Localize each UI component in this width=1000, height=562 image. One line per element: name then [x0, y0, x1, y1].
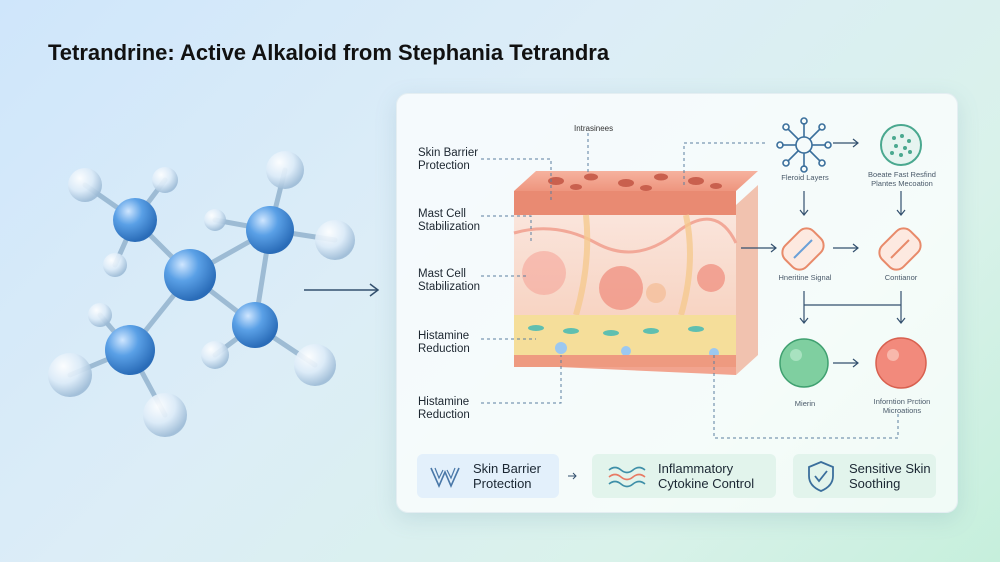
atom [201, 341, 229, 369]
pore [688, 177, 704, 185]
arrow-to-panel [304, 283, 380, 297]
atom [246, 206, 294, 254]
pore [710, 183, 722, 189]
cell [603, 330, 619, 336]
atom [113, 198, 157, 242]
red-cell-icon [875, 337, 927, 389]
atom [266, 151, 304, 189]
atom [143, 393, 187, 437]
atom [164, 249, 216, 301]
network-icon [776, 117, 832, 173]
cell [555, 342, 567, 354]
skin-block-side [736, 185, 758, 375]
cell [621, 346, 631, 356]
pore [640, 185, 652, 191]
label-contianor: Contianor [884, 273, 918, 282]
pore [654, 173, 668, 181]
cell-dots-icon [880, 124, 922, 166]
cell-cluster [522, 251, 566, 295]
cell-cluster [697, 264, 725, 292]
skin-diagram [481, 117, 927, 480]
atom [103, 253, 127, 277]
wave-icon [608, 466, 646, 488]
cell [528, 325, 544, 331]
barrier-icon [430, 467, 460, 488]
atom [105, 325, 155, 375]
green-cell-icon [779, 338, 829, 388]
label-fleroid: Fleroid Layers [781, 173, 829, 182]
shield-check-icon [808, 461, 834, 492]
cell [643, 328, 659, 334]
atom [315, 220, 355, 260]
pore [584, 173, 598, 181]
capsule-icon [781, 227, 825, 271]
label-mierin: Mierin [794, 399, 816, 408]
atom [88, 303, 112, 327]
pore [570, 184, 582, 190]
label-top: Intrasinees [574, 124, 614, 133]
cell-cluster [599, 266, 643, 310]
pore [618, 179, 634, 187]
cell [563, 328, 579, 334]
cell-cluster [646, 283, 666, 303]
atom [48, 353, 92, 397]
label-hneritine: Hneritine Signal [778, 273, 832, 282]
capsule-icon [878, 227, 922, 271]
molecule-illustration [48, 151, 355, 437]
cell [688, 326, 704, 332]
pore [548, 177, 564, 185]
atom [232, 302, 278, 348]
atom [68, 168, 102, 202]
page-title: Tetrandrine: Active Alkaloid from Stepha… [48, 40, 610, 65]
atom [294, 344, 336, 386]
atom [152, 167, 178, 193]
atom [204, 209, 226, 231]
